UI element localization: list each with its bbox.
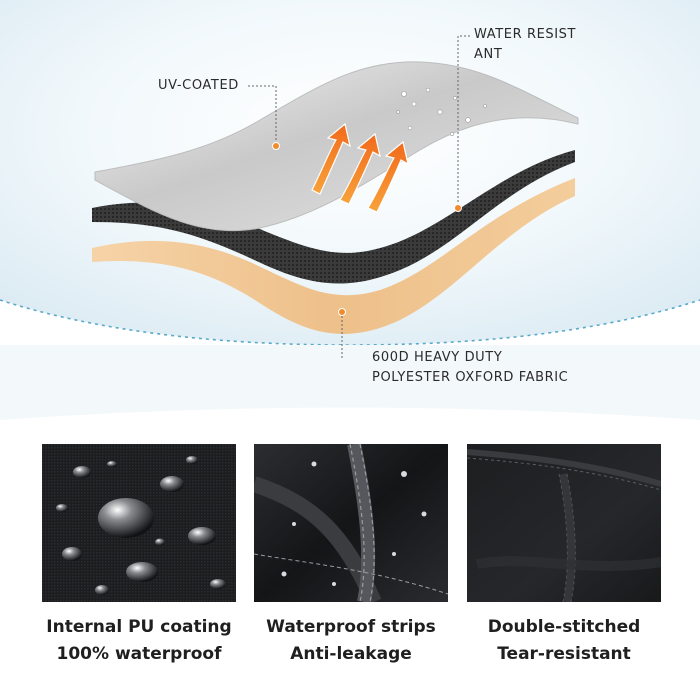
feature-caption-stitch: Double-stitched Tear-resistant [457,614,671,668]
caption-coating-line2: 100% waterproof [56,644,222,664]
fabric-label: 600D HEAVY DUTY POLYESTER OXFORD FABRIC [372,348,568,388]
water-resistant-line2: ANT [474,47,503,62]
water-droplets-photo [42,444,236,602]
caption-strips-line2: Anti-leakage [290,644,412,664]
callout-leaders [248,35,470,360]
double-stitch-photo [467,444,661,602]
fabric-layer [92,178,575,334]
fabric-line1: 600D HEAVY DUTY [372,350,503,365]
caption-stitch-line2: Tear-resistant [497,644,631,664]
uv-coated-label: UV-COATED [158,76,239,96]
stitched-seam-photo [254,444,448,602]
callout-markers [272,142,462,316]
water-resistant-label: WATER RESIST ANT [474,25,576,65]
material-layers-diagram [92,35,579,360]
feature-caption-coating: Internal PU coating 100% waterproof [32,614,246,668]
fabric-line2: POLYESTER OXFORD FABRIC [372,370,569,385]
caption-strips-line1: Waterproof strips [266,617,436,637]
uv-coated-text: UV-COATED [158,78,239,93]
water-resistant-line1: WATER RESIST [474,27,577,42]
feature-caption-strips: Waterproof strips Anti-leakage [244,614,458,668]
dashed-divider [0,299,700,346]
caption-coating-line1: Internal PU coating [46,617,232,637]
water-droplets [396,87,487,137]
caption-stitch-line1: Double-stitched [487,617,641,637]
breathability-arrows-icon [311,122,409,213]
